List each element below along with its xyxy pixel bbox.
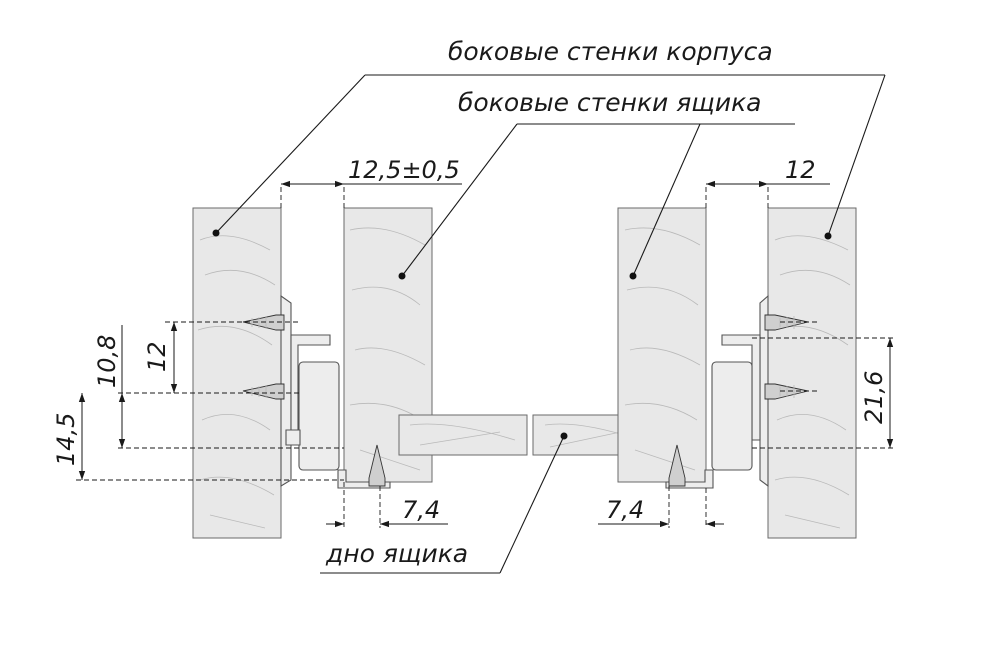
dimension-gap-left-label: 12,5±0,5 bbox=[348, 156, 460, 184]
dimension-height-21-6: 21,6 bbox=[860, 338, 894, 448]
cabinet-wall-left bbox=[192, 207, 282, 539]
label-drawer-walls: боковые стенки ящика bbox=[458, 88, 762, 117]
callout-drawer-bottom: дно ящика bbox=[320, 432, 568, 574]
screw-left-upper bbox=[242, 314, 285, 331]
callout-drawer-walls: боковые стенки ящика bbox=[398, 88, 795, 280]
dimension-offset-left: 7,4 bbox=[326, 496, 448, 528]
marker-dot-right-drawer bbox=[629, 272, 637, 280]
cabinet-wall-right bbox=[767, 207, 857, 539]
dimension-height-14-5: 14,5 bbox=[52, 393, 86, 480]
callout-cabinet-walls: боковые стенки корпуса bbox=[212, 37, 886, 240]
marker-dot-drawer-bottom bbox=[560, 432, 568, 440]
drawer-wall-left bbox=[343, 207, 433, 483]
dimension-height-12: 12 bbox=[143, 322, 178, 393]
marker-dot-left-drawer bbox=[398, 272, 406, 280]
dimension-height-10-8-label: 10,8 bbox=[93, 335, 121, 388]
dimension-height-10-8: 10,8 bbox=[93, 325, 126, 448]
marker-dot-right-cabinet bbox=[824, 232, 832, 240]
screw-left-bottom bbox=[368, 444, 386, 487]
dimension-offset-right-label: 7,4 bbox=[606, 496, 644, 524]
screw-right-upper bbox=[764, 314, 809, 331]
drawer-wall-right bbox=[617, 207, 707, 483]
screw-right-lower bbox=[764, 383, 809, 400]
label-drawer-bottom: дно ящика bbox=[325, 539, 468, 568]
drawer-bottom bbox=[398, 414, 651, 456]
dimension-gap-right-label: 12 bbox=[785, 156, 816, 184]
dimension-offset-left-label: 7,4 bbox=[402, 496, 440, 524]
dimension-gap-right: 12 bbox=[706, 156, 830, 188]
slide-rail-right bbox=[665, 294, 769, 489]
screw-left-lower bbox=[242, 383, 285, 400]
dimension-offset-right: 7,4 bbox=[598, 496, 724, 528]
marker-dot-left-cabinet bbox=[212, 229, 220, 237]
screw-right-bottom bbox=[668, 444, 686, 487]
dimension-height-12-label: 12 bbox=[143, 341, 171, 372]
label-cabinet-walls: боковые стенки корпуса bbox=[448, 37, 773, 66]
dimension-height-14-5-label: 14,5 bbox=[52, 413, 80, 466]
dimension-height-21-6-label: 21,6 bbox=[860, 371, 888, 424]
dimension-gap-left: 12,5±0,5 bbox=[281, 156, 462, 188]
